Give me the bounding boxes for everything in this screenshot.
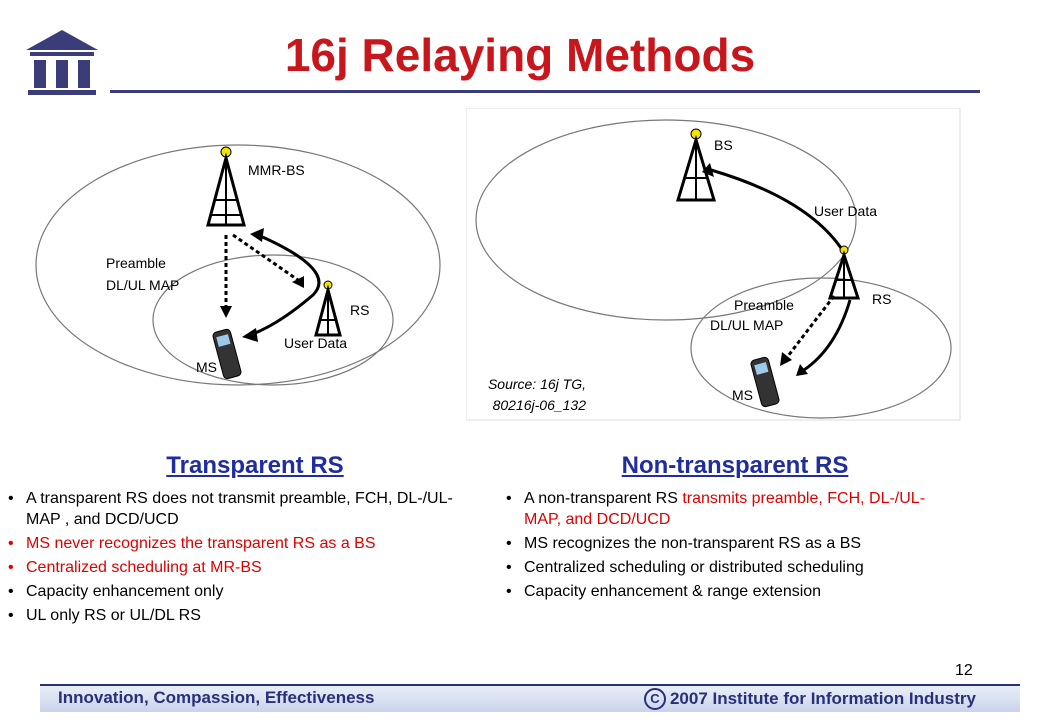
page-title: 16j Relaying Methods (284, 29, 756, 81)
ms-phone-icon (212, 328, 242, 380)
list-item: MS never recognizes the transparent RS a… (4, 533, 474, 554)
list-item: A non-transparent RS transmits preamble,… (502, 488, 952, 530)
transparent-rs-list: A transparent RS does not transmit pream… (4, 488, 474, 629)
footer-slogan: Innovation, Compassion, Effectiveness (58, 688, 375, 707)
bs-tower-icon (675, 128, 717, 202)
bullet-highlight: transmits preamble, FCH, DL-/UL-MAP, and… (524, 490, 926, 528)
non-transparent-rs-heading: Non-transparent RS (621, 452, 849, 479)
institute-logo-icon (26, 30, 98, 95)
rs-tower-icon (827, 245, 861, 300)
source-line-1: Source: 16j TG, (487, 376, 586, 392)
list-item: Capacity enhancement & range extension (502, 581, 952, 602)
page-number: 12 (955, 662, 973, 679)
map-label: DL/UL MAP (106, 277, 179, 293)
preamble-label: Preamble (106, 255, 166, 271)
list-item: MS recognizes the non-transparent RS as … (502, 533, 952, 554)
ms-label: MS (196, 359, 217, 375)
rs-tower-icon (314, 280, 342, 337)
rs-label: RS (350, 302, 369, 318)
ms-label: MS (732, 387, 753, 403)
list-item: UL only RS or UL/DL RS (4, 605, 474, 626)
source-citation: Source: 16j TG, 80216j-06_132 (446, 374, 586, 416)
copyright-icon: C (643, 688, 666, 710)
user-data-label: User Data (814, 203, 877, 219)
footer-bar (40, 684, 1020, 712)
footer-copyright-text: 2007 Institute for Information Industry (669, 689, 976, 708)
non-transparent-rs-list: A non-transparent RS transmits preamble,… (502, 488, 952, 605)
list-item: Centralized scheduling or distributed sc… (502, 557, 952, 578)
preamble-label: Preamble (734, 297, 794, 313)
source-line-2: 80216j-06_132 (492, 397, 586, 413)
ms-phone-icon (750, 356, 780, 408)
mmr-bs-tower-icon (206, 146, 246, 227)
transparent-rs-diagram: MMR-BS RS MS Preamble DL/UL MAP User Dat… (35, 144, 441, 386)
list-item: Capacity enhancement only (4, 581, 474, 602)
list-item: A transparent RS does not transmit pream… (4, 488, 474, 530)
title-rule (110, 90, 980, 93)
bullet-text: A non-transparent RS (524, 490, 683, 507)
user-data-label: User Data (284, 335, 347, 351)
list-item: Centralized scheduling at MR-BS (4, 557, 474, 578)
bs-label: MMR-BS (248, 162, 305, 178)
map-label: DL/UL MAP (710, 317, 783, 333)
bs-label: BS (714, 137, 733, 153)
transparent-rs-heading: Transparent RS (166, 452, 344, 479)
non-transparent-rs-diagram: BS RS MS User Data Preamble DL/UL MAP (466, 108, 961, 421)
rs-label: RS (872, 291, 891, 307)
